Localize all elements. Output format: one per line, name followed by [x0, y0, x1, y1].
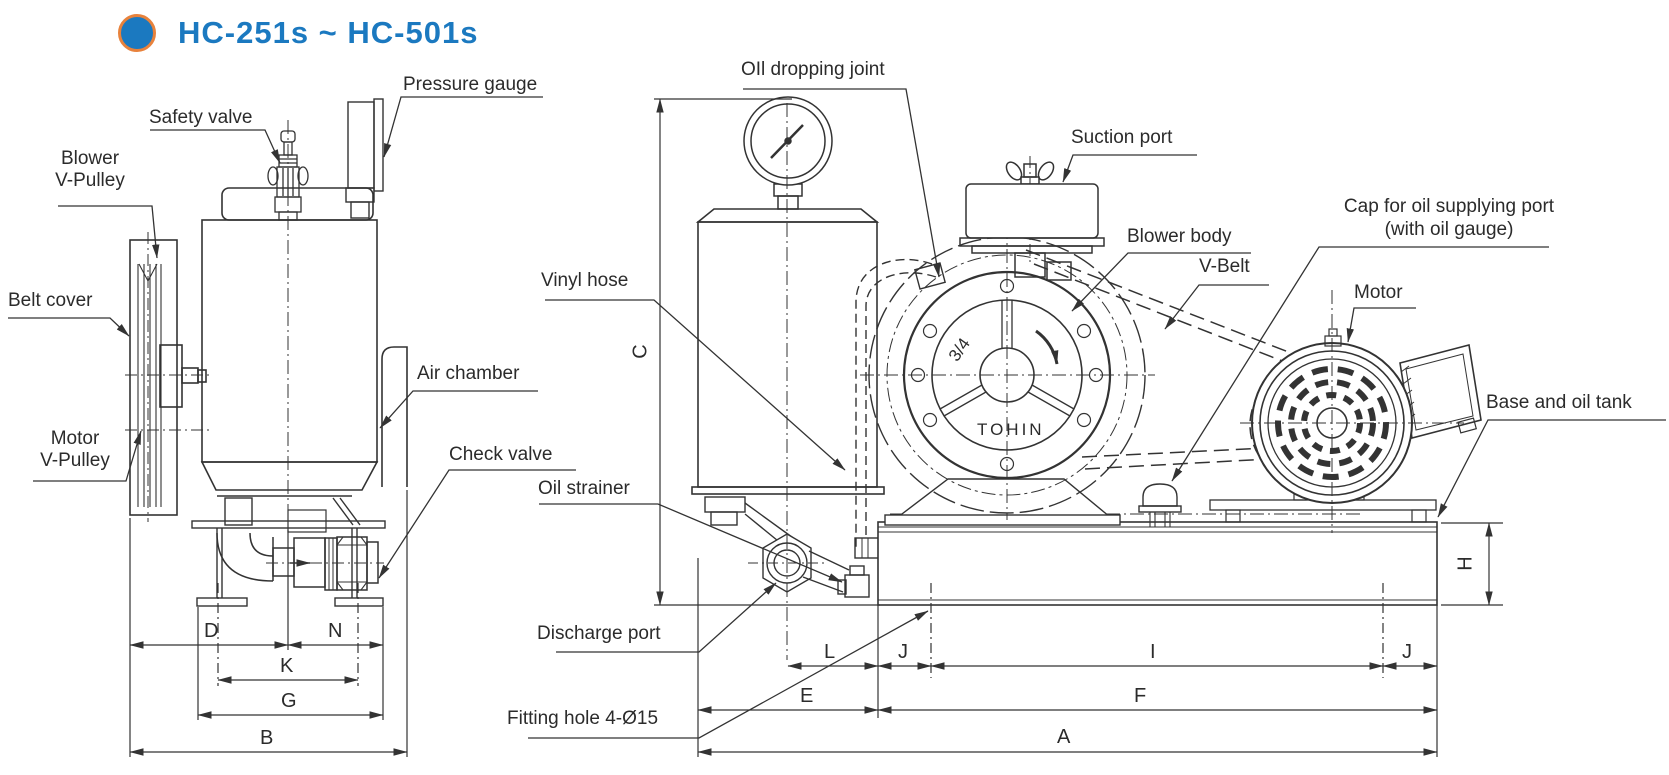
label-check-valve: Check valve [449, 444, 553, 465]
air-chamber-front-shape [691, 208, 885, 495]
side-view-frame-shape [191, 497, 386, 607]
dim-a: A [1057, 726, 1071, 748]
label-oil-dropping-joint: OIl dropping joint [741, 59, 885, 80]
check-valve-leader [378, 469, 576, 579]
dim-h: H [1454, 556, 1477, 571]
pressure-gauge-side-shape [345, 98, 384, 219]
oil-dropping-joint-leader [743, 88, 941, 278]
dim-l: L [824, 641, 836, 663]
safety-valve-leader [150, 129, 281, 164]
pressure-gauge-leader [383, 96, 543, 158]
blower-pedestal-shape [884, 478, 1121, 526]
leader-lines [8, 88, 1666, 739]
label-fitting-hole: Fitting hole 4-Ø15 [507, 708, 659, 729]
fitting-hole-leader [528, 610, 929, 739]
title-row: HC-251s ~ HC-501s [118, 14, 478, 52]
base-oil-tank-leader [1437, 419, 1666, 518]
dim-e: E [800, 685, 814, 707]
label-oil-strainer: Oil strainer [538, 478, 630, 499]
label-motor-v-pulley-2: V-Pulley [40, 450, 110, 471]
blower-body-shape [860, 225, 1155, 520]
label-base-oil-tank: Base and oil tank [1486, 392, 1632, 413]
belt-cover-shape [125, 232, 210, 522]
belt-cover-leader [8, 317, 130, 337]
motor-shape [1209, 290, 1482, 533]
label-blower-v-pulley-2: V-Pulley [55, 170, 125, 191]
label-cap-oil-line1: Cap for oil supplying port [1343, 196, 1555, 217]
side-view-drawing [125, 98, 408, 607]
label-blower-v-pulley-1: Blower [60, 148, 120, 169]
base-oil-tank-shape [877, 513, 1438, 606]
dim-n: N [328, 620, 343, 642]
brand-marking: TOHIN [977, 420, 1045, 439]
air-chamber-side-shape [200, 187, 408, 497]
suction-port-shape [959, 156, 1105, 281]
air-chamber-leader [379, 390, 538, 429]
motor-leader [1346, 307, 1416, 343]
dim-i: I [1150, 641, 1156, 663]
label-air-chamber: Air chamber [417, 363, 520, 384]
label-motor-v-pulley-1: Motor [50, 428, 100, 449]
discharge-port-leader [556, 582, 777, 653]
pressure-gauge-front-shape [743, 96, 833, 210]
label-pressure-gauge: Pressure gauge [403, 74, 538, 95]
label-belt-cover: Belt cover [8, 290, 93, 311]
dim-c: C [629, 344, 652, 359]
page-title: HC-251s ~ HC-501s [178, 15, 479, 50]
cap-oil-leader [1171, 246, 1549, 482]
label-suction-port: Suction port [1071, 127, 1173, 148]
dim-k: K [280, 655, 294, 677]
v-belt-leader [1164, 284, 1269, 330]
blower-body-leader [1071, 252, 1251, 312]
front-view-drawing [691, 96, 1482, 660]
rotation-arrow-icon [1035, 329, 1059, 365]
check-valve-shape [216, 509, 384, 591]
label-discharge-port: Discharge port [537, 623, 661, 644]
dimension-lines [129, 98, 1503, 757]
vinyl-hose-leader [545, 299, 846, 471]
oil-supply-cap-shape [1138, 483, 1182, 527]
motor-v-pulley-leader [33, 430, 142, 482]
discharge-piping-shape [704, 496, 881, 598]
dim-f: F [1134, 685, 1147, 707]
label-cap-oil-line2: (with oil gauge) [1384, 219, 1514, 240]
label-vinyl-hose: Vinyl hose [541, 270, 629, 291]
dim-g: G [281, 690, 297, 712]
suction-port-leader [1062, 154, 1197, 183]
dim-j-right: J [1402, 641, 1412, 663]
blower-v-pulley-leader [58, 205, 160, 259]
title-bullet-icon [118, 14, 156, 52]
dim-b: B [260, 727, 274, 749]
label-blower-body: Blower body [1127, 226, 1232, 247]
label-safety-valve: Safety valve [149, 107, 253, 128]
vinyl-hose-shape [855, 258, 947, 550]
label-motor: Motor [1354, 282, 1403, 303]
oil-strainer-leader [539, 503, 843, 583]
label-v-belt: V-Belt [1199, 256, 1250, 277]
dim-d: D [204, 620, 219, 642]
dim-j-left: J [898, 641, 908, 663]
